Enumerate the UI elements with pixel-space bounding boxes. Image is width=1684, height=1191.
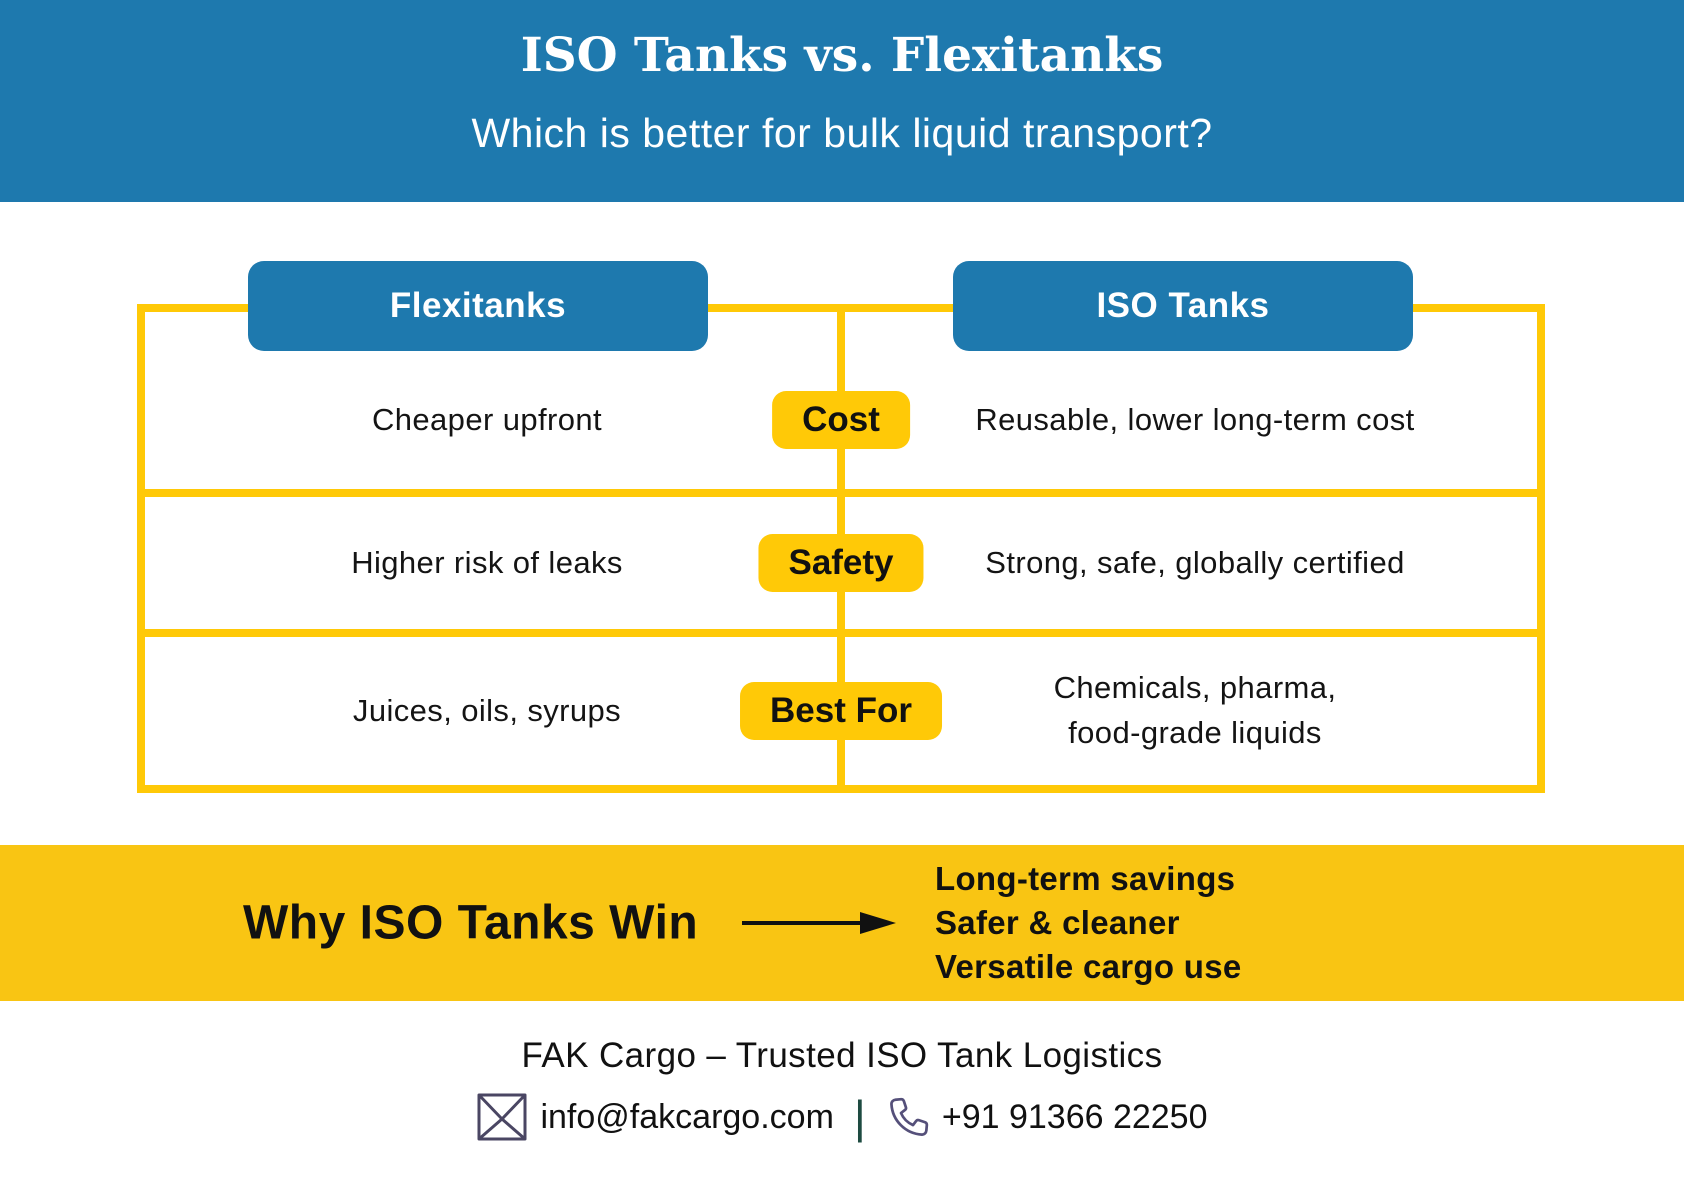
table-row-safety: Higher risk of leaks Safety Strong, safe… bbox=[145, 497, 1537, 629]
why-iso-tanks-win-banner: Why ISO Tanks Win Long-term savings Safe… bbox=[0, 845, 1684, 1001]
benefit-item: Versatile cargo use bbox=[935, 948, 1242, 985]
column-header-iso-tanks: ISO Tanks bbox=[953, 261, 1413, 351]
phone-link[interactable]: +91 91366 22250 bbox=[941, 1097, 1208, 1136]
table-row-divider bbox=[145, 629, 1537, 637]
comparison-table: Flexitanks ISO Tanks Cheaper upfront Cos… bbox=[137, 261, 1545, 793]
envelope-icon bbox=[476, 1092, 528, 1142]
cell-flexitanks-safety: Higher risk of leaks bbox=[351, 544, 623, 580]
category-badge-best-for: Best For bbox=[740, 682, 942, 740]
email-link[interactable]: info@fakcargo.com bbox=[540, 1097, 834, 1136]
why-heading: Why ISO Tanks Win bbox=[243, 896, 699, 950]
cell-flexitanks-best-for: Juices, oils, syrups bbox=[352, 692, 622, 728]
benefit-item: Safer & cleaner bbox=[935, 904, 1180, 941]
benefit-list: Long-term savings Safer & cleaner Versat… bbox=[935, 857, 1242, 989]
page-subtitle: Which is better for bulk liquid transpor… bbox=[471, 110, 1213, 156]
cell-iso-tanks-safety: Strong, safe, globally certified bbox=[985, 544, 1405, 580]
contact-row: info@fakcargo.com | +91 91366 22250 bbox=[0, 1092, 1684, 1142]
page-title: ISO Tanks vs. Flexitanks bbox=[520, 28, 1164, 83]
category-badge-safety: Safety bbox=[758, 534, 924, 592]
phone-icon bbox=[886, 1095, 930, 1139]
cell-iso-tanks-best-for: Chemicals, pharma, food-grade liquids bbox=[1053, 670, 1337, 750]
right-arrow-icon bbox=[740, 907, 900, 939]
contact-separator: | bbox=[853, 1091, 866, 1143]
table-row-best-for: Juices, oils, syrups Best For Chemicals,… bbox=[145, 637, 1537, 785]
column-header-flexitanks: Flexitanks bbox=[248, 261, 708, 351]
footer-tagline: FAK Cargo – Trusted ISO Tank Logistics bbox=[521, 1036, 1163, 1075]
header-banner: ISO Tanks vs. Flexitanks Which is better… bbox=[0, 0, 1684, 202]
cell-iso-tanks-cost: Reusable, lower long-term cost bbox=[975, 401, 1415, 437]
table-row-cost: Cheaper upfront Cost Reusable, lower lon… bbox=[145, 351, 1537, 489]
benefit-item: Long-term savings bbox=[935, 860, 1236, 897]
category-badge-cost: Cost bbox=[772, 391, 910, 449]
cell-flexitanks-cost: Cheaper upfront bbox=[371, 401, 603, 437]
table-row-divider bbox=[145, 489, 1537, 497]
